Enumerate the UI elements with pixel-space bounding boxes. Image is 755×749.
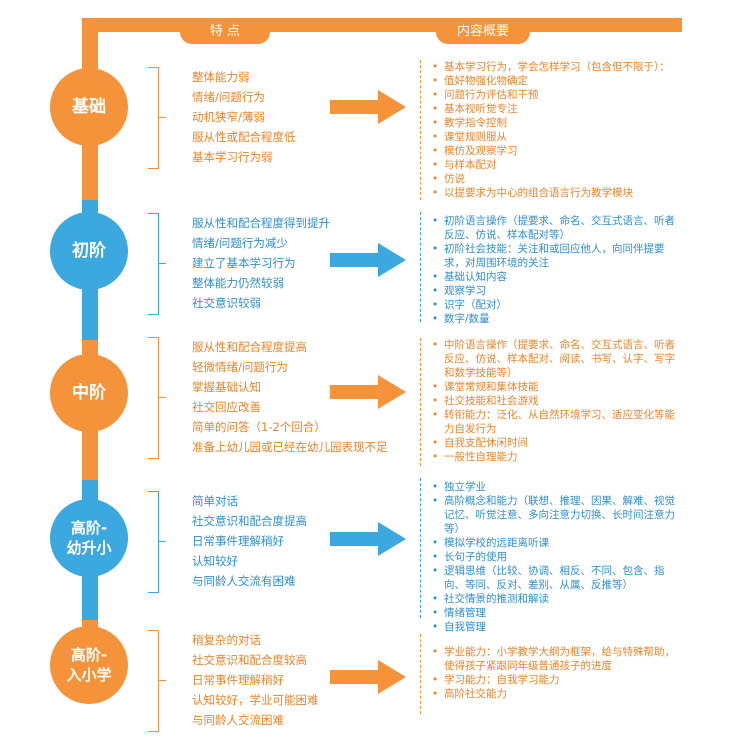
arrow-icon — [330, 660, 406, 694]
content-item: 基础认知内容 — [432, 270, 682, 284]
bracket-tick — [158, 263, 166, 264]
content-item: 社交技能和社会游戏 — [432, 394, 682, 408]
feature-item: 认知较好，学业可能困难 — [192, 693, 319, 707]
content-item: 基本视听觉专注 — [432, 102, 682, 116]
content-list: 中阶语言操作（提要求、命名、交互式语言、听者反应、仿说、样本配对、阅读、书写、认… — [432, 338, 682, 464]
feature-item: 动机狭窄/薄弱 — [192, 110, 265, 124]
features-bracket — [148, 67, 159, 169]
feature-item: 整体能力仍然较弱 — [192, 276, 284, 290]
feature-item: 基本学习行为弱 — [192, 150, 273, 164]
arrow-icon — [330, 90, 406, 124]
feature-item: 服从性和配合程度得到提升 — [192, 216, 330, 230]
feature-item: 简单对话 — [192, 494, 238, 508]
content-item: 独立学业 — [432, 480, 682, 494]
feature-item: 轻微情绪/问题行为 — [192, 360, 288, 374]
features-bracket — [148, 491, 159, 593]
feature-item: 社交回应改善 — [192, 400, 261, 414]
content-divider — [420, 338, 421, 466]
features-list: 服从性和配合程度得到提升情绪/问题行为减少建立了基本学习行为整体能力仍然较弱社交… — [192, 213, 330, 313]
content-list: 独立学业高阶概念和能力（联想、推理、因果、解难、视觉记忆、听觉注意、多向注意力切… — [432, 480, 682, 634]
stage-circle: 高阶- 幼升小 — [50, 499, 128, 577]
content-item: 转衔能力：泛化、从自然环境学习、适应变化等能力自发行为 — [432, 408, 682, 436]
content-item: 初阶社会技能：关注和或回应他人，向同伴提要求，对周围环境的关注 — [432, 242, 682, 270]
features-list: 简单对话社交意识和配合度提高日常事件理解稍好认知较好与同龄人交流有困难 — [192, 491, 307, 591]
features-bracket — [148, 630, 159, 732]
features-bracket — [148, 337, 159, 459]
bracket-tick — [158, 680, 166, 681]
header-connector-horizontal — [82, 18, 682, 32]
content-divider — [420, 634, 421, 714]
content-item: 问题行为评估和干预 — [432, 88, 682, 102]
content-divider — [420, 478, 421, 618]
features-bracket — [148, 213, 159, 315]
content-item: 长句子的使用 — [432, 550, 682, 564]
content-item: 与样本配对 — [432, 158, 682, 172]
content-item: 基本学习行为，学会怎样学习（包含但不限于）： — [432, 60, 682, 74]
content-item: 观察学习 — [432, 284, 682, 298]
stage-circle: 高阶- 入小学 — [50, 626, 128, 704]
arrow-icon — [330, 375, 406, 409]
features-list: 稍复杂的对话社交意识和配合度较高日常事件理解稍好认知较好，学业可能困难与同龄人交… — [192, 630, 319, 730]
bracket-tick — [158, 397, 166, 398]
content-item: 逻辑思维（比较、协调、相反、不同、包含、指向、等同、反对、差别、从属、反推等） — [432, 564, 682, 592]
stage-circle: 中阶 — [50, 354, 128, 432]
content-item: 社交情景的推测和解读 — [432, 592, 682, 606]
feature-item: 与同龄人交流有困难 — [192, 574, 296, 588]
content-item: 以提要求为中心的组合语言行为教学模块 — [432, 186, 682, 200]
content-item: 学业能力：小学教学大纲为框架，给与特殊帮助，使得孩子紧跟同年级普通孩子的进度 — [432, 645, 682, 673]
content-item: 数字/数量 — [432, 312, 682, 326]
content-item: 课堂常规和集体技能 — [432, 380, 682, 394]
content-item: 课堂规则服从 — [432, 130, 682, 144]
content-item: 情绪管理 — [432, 606, 682, 620]
arrow-icon — [330, 522, 406, 556]
content-divider — [420, 60, 421, 200]
stage-circle: 初阶 — [50, 212, 128, 290]
stage-circle: 基础 — [50, 68, 128, 146]
content-list: 初阶语言操作（提要求、命名、交互式语言、听者反应、仿说、样本配对等）初阶社会技能… — [432, 214, 682, 326]
feature-item: 服从性和配合程度提高 — [192, 340, 307, 354]
features-list: 整体能力弱情绪/问题行为动机狭窄/薄弱服从性或配合程度低基本学习行为弱 — [192, 67, 296, 167]
feature-item: 整体能力弱 — [192, 70, 250, 84]
feature-item: 准备上幼儿园或已经在幼儿园表现不足 — [192, 440, 388, 454]
content-item: 初阶语言操作（提要求、命名、交互式语言、听者反应、仿说、样本配对等） — [432, 214, 682, 242]
content-item: 一般性自理能力 — [432, 450, 682, 464]
feature-item: 简单的问答（1-2个回合） — [192, 420, 326, 434]
bracket-tick — [158, 117, 166, 118]
feature-item: 与同龄人交流困难 — [192, 713, 284, 727]
content-item: 自我支配休闲时间 — [432, 436, 682, 450]
feature-item: 日常事件理解稍好 — [192, 534, 284, 548]
features-list: 服从性和配合程度提高轻微情绪/问题行为掌握基础认知社交回应改善简单的问答（1-2… — [192, 337, 388, 457]
feature-item: 社交意识较弱 — [192, 296, 261, 310]
header-overview-pill: 内容概要 — [436, 20, 530, 44]
content-item: 模仿及观察学习 — [432, 144, 682, 158]
content-item: 自我管理 — [432, 620, 682, 634]
content-item: 值好物强化物确定 — [432, 74, 682, 88]
content-list: 学业能力：小学教学大纲为框架，给与特殊帮助，使得孩子紧跟同年级普通孩子的进度学习… — [432, 645, 682, 701]
feature-item: 认知较好 — [192, 554, 238, 568]
content-item: 模拟学校的远距离听课 — [432, 536, 682, 550]
feature-item: 日常事件理解稍好 — [192, 673, 284, 687]
feature-item: 情绪/问题行为减少 — [192, 236, 288, 250]
content-item: 仿说 — [432, 172, 682, 186]
content-item: 学习能力：自我学习能力 — [432, 673, 682, 687]
feature-item: 社交意识和配合度较高 — [192, 653, 307, 667]
content-item: 中阶语言操作（提要求、命名、交互式语言、听者反应、仿说、样本配对、阅读、书写、认… — [432, 338, 682, 380]
content-item: 识字（配对） — [432, 298, 682, 312]
content-list: 基本学习行为，学会怎样学习（包含但不限于）：值好物强化物确定问题行为评估和干预基… — [432, 60, 682, 200]
feature-item: 建立了基本学习行为 — [192, 256, 296, 270]
feature-item: 社交意识和配合度提高 — [192, 514, 307, 528]
arrow-icon — [330, 243, 406, 277]
content-item: 教学指令控制 — [432, 116, 682, 130]
content-divider — [420, 212, 421, 322]
bracket-tick — [158, 541, 166, 542]
content-item: 高阶概念和能力（联想、推理、因果、解难、视觉记忆、听觉注意、多向注意力切换、长时… — [432, 494, 682, 536]
content-item: 高阶社交能力 — [432, 687, 682, 701]
feature-item: 情绪/问题行为 — [192, 90, 265, 104]
feature-item: 服从性或配合程度低 — [192, 130, 296, 144]
feature-item: 掌握基础认知 — [192, 380, 261, 394]
header-features-pill: 特 点 — [180, 20, 270, 44]
feature-item: 稍复杂的对话 — [192, 633, 261, 647]
